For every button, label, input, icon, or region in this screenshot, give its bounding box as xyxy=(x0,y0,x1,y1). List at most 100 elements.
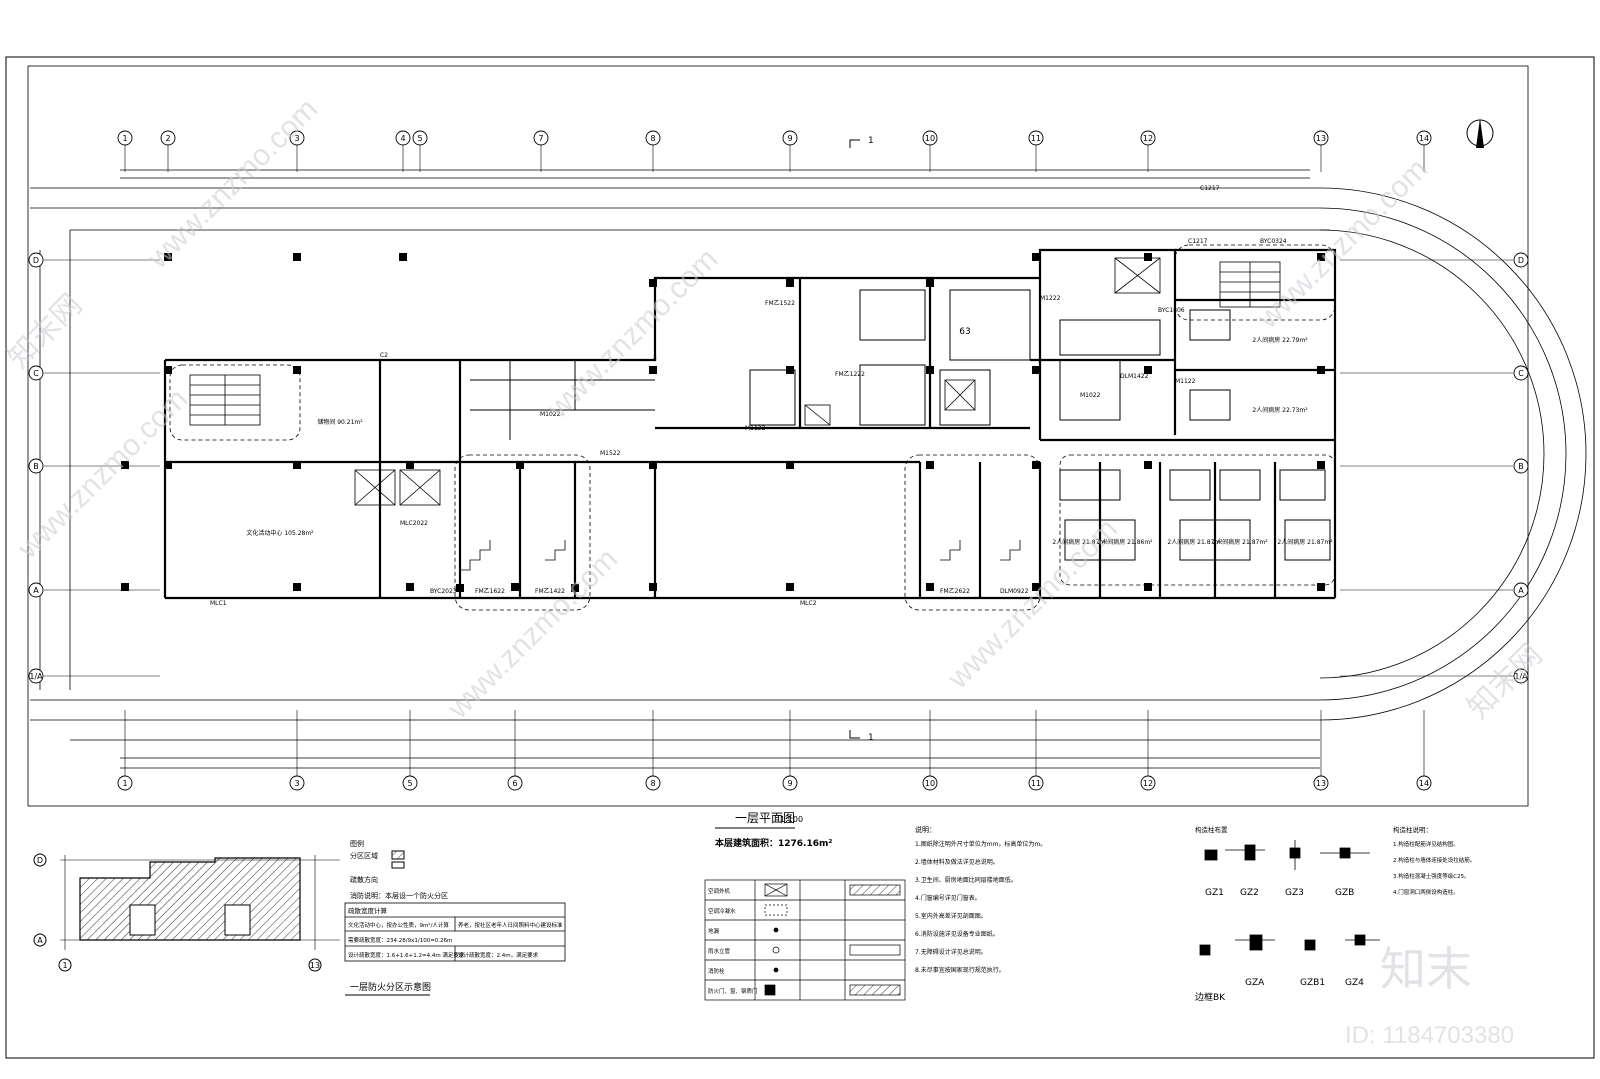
grid-bubble-row-right-label: 1/A xyxy=(1514,672,1528,681)
grid-bubble-top-label: 12 xyxy=(1143,134,1153,143)
grid-bubble-bottom-label: 11 xyxy=(1031,779,1041,788)
grid-lines xyxy=(124,145,1425,776)
structural-column xyxy=(399,253,407,261)
section-mark-top: 1 xyxy=(868,136,874,146)
grid-bubble-row-left-label: C xyxy=(33,369,39,378)
grid-bubble-bottom: 1 xyxy=(117,775,133,791)
columns-detail-title: 构造柱布置 xyxy=(1195,825,1228,834)
door-tag: M1522 xyxy=(600,450,621,457)
note-line: 1.图纸除注明外尺寸单位为mm，标高单位为m。 xyxy=(915,840,1046,848)
north-arrow-icon xyxy=(1466,118,1494,148)
grid-bubble-bottom: 6 xyxy=(507,775,523,791)
columns-detail-subtitle: 边框BK xyxy=(1195,991,1226,1003)
right-note-line: 1.构造柱配筋详见结构图。 xyxy=(1393,840,1459,848)
legend-row-label: 空调外机 xyxy=(708,887,731,895)
grid-bubble-bottom: 12 xyxy=(1140,775,1156,791)
note-line: 8.未尽事宜按国家现行规范执行。 xyxy=(915,966,1005,974)
structural-column xyxy=(456,584,464,592)
ward-3-label: 2人间病房 21.87m² xyxy=(1052,538,1108,546)
legend-row-label: 空调冷凝水 xyxy=(708,907,736,915)
grid-bubble-top: 13 xyxy=(1313,130,1329,146)
structural-column xyxy=(926,366,934,374)
door-tag: C1217 xyxy=(1200,185,1220,192)
grid-bubble-top: 2 xyxy=(160,130,176,146)
grid-bubble-top: 10 xyxy=(922,130,938,146)
legend-row-label: 防火门、窗、钢质门 xyxy=(708,987,758,995)
area-label: 本层建筑面积：1276.16m² xyxy=(715,837,832,849)
structural-column xyxy=(786,461,794,469)
structural-column xyxy=(1032,253,1040,261)
grid-bubble-top-label: 3 xyxy=(294,134,299,143)
grid-bubble-row-left: C xyxy=(28,365,44,381)
fz-legend-exit: 疏散方向 xyxy=(350,875,378,884)
stair-center xyxy=(460,540,1021,571)
grid-bubble-top-label: 11 xyxy=(1031,134,1041,143)
section-mark-bottom: 1 xyxy=(868,733,874,743)
grid-bubble-top: 11 xyxy=(1028,130,1044,146)
note-line: 4.门窗编号详见门窗表。 xyxy=(915,894,981,902)
room-labels: 储物间 90.21m² 文化活动中心 105.28m² 63 2人间病房 22.… xyxy=(246,327,1333,546)
grid-bubble-bottom-label: 5 xyxy=(407,779,412,788)
grid-bubble-bottom: 10 xyxy=(922,775,938,791)
grid-bubble-row-left-label: D xyxy=(33,256,39,265)
site-lines xyxy=(30,169,1587,769)
grid-bubble-top: 1 xyxy=(117,130,133,146)
grid-bubble-bottom-label: 6 xyxy=(512,779,517,788)
door-tag: DLM1422 xyxy=(1120,373,1149,380)
stair-right xyxy=(1219,261,1281,308)
grid-bubble-row-left-label: 1/A xyxy=(29,672,43,681)
door-tag: M1122 xyxy=(1175,378,1196,385)
right-note-line: 2.构造柱与墙体连接处设拉结筋。 xyxy=(1393,856,1475,864)
note-line: 7.无障碍设计详见总说明。 xyxy=(915,948,987,956)
fz-row3-right: 设计疏散宽度：2.4m，满足要求 xyxy=(458,951,539,959)
stair-left xyxy=(189,374,261,426)
fz-legend-zone-swatch2 xyxy=(391,861,405,869)
structural-column xyxy=(121,583,129,591)
door-tag: MLC2022 xyxy=(400,520,428,527)
sheet-frame xyxy=(5,56,1595,1059)
structural-column xyxy=(1144,253,1152,261)
grid-bubble-bottom-label: 1 xyxy=(122,779,127,788)
structural-column xyxy=(786,366,794,374)
grid-bubble-row-left-label: B xyxy=(33,462,39,471)
grid-bubble-top: 9 xyxy=(782,130,798,146)
watermark-id: ID: 1184703380 xyxy=(1345,1022,1514,1049)
door-tag: FM乙1222 xyxy=(835,371,865,378)
structural-column xyxy=(293,366,301,374)
fire-zone-diagram xyxy=(60,855,340,950)
grid-bubble-row-right: 1/A xyxy=(1513,668,1529,684)
grid-bubble-bottom-label: 10 xyxy=(925,779,935,788)
structural-column xyxy=(649,279,657,287)
fz-legend-title: 图例 xyxy=(350,839,364,848)
fz-table-header: 疏散宽度计算 xyxy=(348,906,388,915)
structural-column xyxy=(571,584,579,592)
grid-bubble-row-right-label: D xyxy=(1518,256,1524,265)
ward-2-label: 2人间病房 22.73m² xyxy=(1252,406,1308,414)
grid-bubble-top: 12 xyxy=(1140,130,1156,146)
structural-column xyxy=(649,583,657,591)
column-detail-label: GZ1 xyxy=(1205,888,1224,898)
right-note-line: 4.门窗洞口两侧设构造柱。 xyxy=(1393,888,1459,896)
grid-bubble-top: 4 xyxy=(395,130,411,146)
grid-bubble-row-left: 1/A xyxy=(28,668,44,684)
fz-row1-left: 文化活动中心，按办公性质，9m²/人计算 xyxy=(348,921,449,929)
structural-column xyxy=(1317,583,1325,591)
column-detail-label: GZB xyxy=(1335,888,1354,898)
fz-row1-right: 养老，按社区老年人日间照料中心建设标准 xyxy=(458,921,563,929)
door-tag: FM乙1522 xyxy=(765,300,795,307)
structural-column xyxy=(1144,366,1152,374)
grid-bubble-top: 8 xyxy=(645,130,661,146)
structural-column xyxy=(293,253,301,261)
grid-bubble-bottom: 3 xyxy=(289,775,305,791)
structural-column xyxy=(1032,461,1040,469)
grid-bubble-top: 7 xyxy=(533,130,549,146)
structural-column xyxy=(1317,253,1325,261)
grid-bubble-bottom-label: 12 xyxy=(1143,779,1153,788)
door-tag: M1222 xyxy=(1040,295,1061,302)
door-tag: MLC2 xyxy=(800,600,817,607)
door-tag: FM乙1622 xyxy=(475,588,505,595)
fz-row2: 需要疏散宽度：234.28/9x1/100=0.26m xyxy=(348,936,452,944)
structural-column xyxy=(1032,366,1040,374)
door-tag: FM乙1422 xyxy=(535,588,565,595)
